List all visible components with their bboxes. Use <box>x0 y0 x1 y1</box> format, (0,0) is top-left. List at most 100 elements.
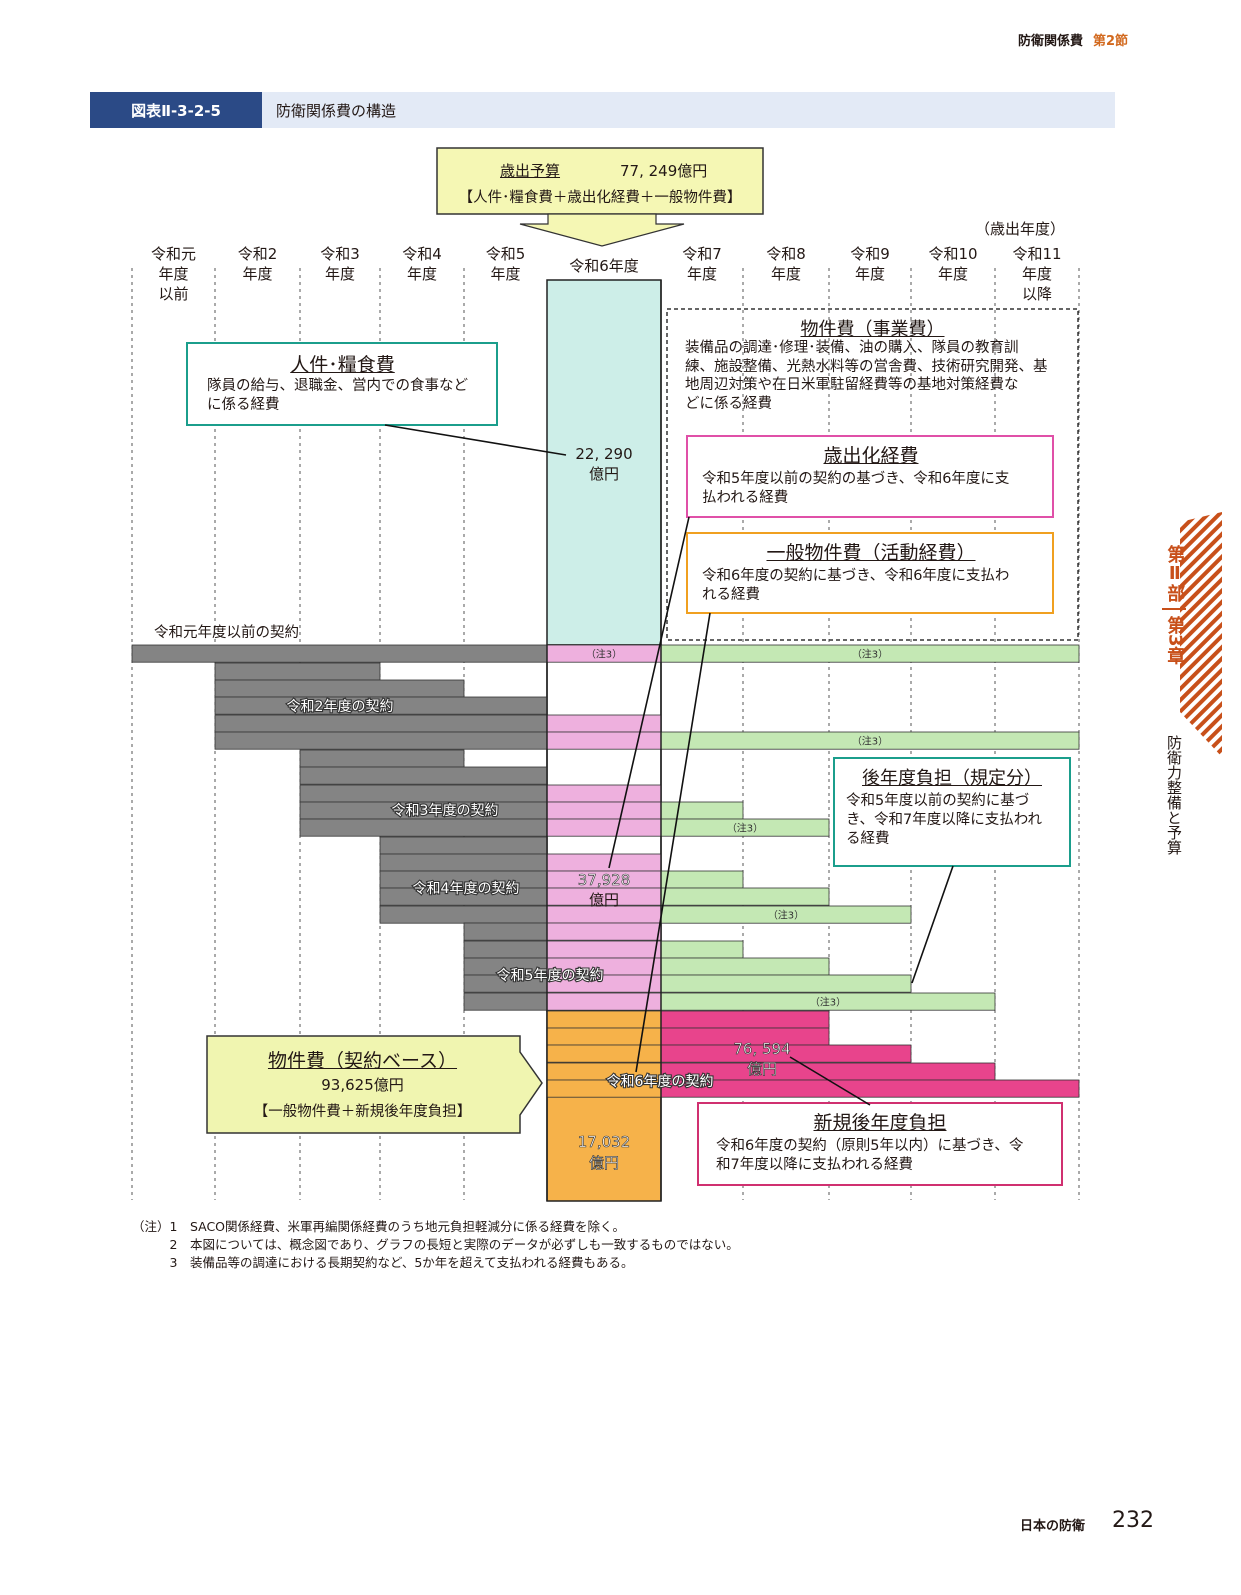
year-label-line: 以前 <box>158 285 189 303</box>
leader-general <box>635 612 711 1073</box>
annual-title: 歳出化経費 <box>823 445 919 467</box>
year-label: 令和8 年度 <box>741 244 831 284</box>
budget-components: 【人件･糧食費＋歳出化経費＋一般物件費】 <box>458 190 742 206</box>
budget-arrow <box>519 213 685 247</box>
later-burden-bar <box>660 940 744 959</box>
general-title: 一般物件費（活動経費） <box>766 542 976 564</box>
side-part: 第Ⅱ部 <box>1164 545 1186 602</box>
later-desc: る経費 <box>846 831 890 847</box>
axis-unit-label: （歳出年度） <box>975 220 1066 238</box>
note-3: 3 装備品等の調達における長期契約など、5か年を超えて支払われる経費もある。 <box>132 1255 634 1270</box>
budget-box <box>436 147 764 215</box>
year-label-line: 年度 <box>1021 265 1052 283</box>
past-contract-bar <box>299 766 548 785</box>
general-desc: 令和6年度の契約に基づき、令和6年度に支払わ <box>702 568 1010 584</box>
year-label-line: 年度 <box>406 265 437 283</box>
later-title: 後年度負担（規定分） <box>862 768 1042 789</box>
year-label-line: 年度 <box>686 265 717 283</box>
personnel-desc: に係る経費 <box>207 397 280 413</box>
year-label-line: 年度 <box>770 265 801 283</box>
past-contract-bar <box>463 940 548 959</box>
later-desc: き、令和7年度以降に支払われ <box>846 812 1042 828</box>
year-label-line: 年度 <box>937 265 968 283</box>
figure-id: 図表Ⅱ-3-2-5 <box>90 92 262 128</box>
material-desc: 装備品の調達･修理･装備、油の購入、隊員の教育訓 <box>685 340 1019 356</box>
year-label-line: 令和11 <box>1012 245 1062 263</box>
past-contract-bar <box>299 818 548 837</box>
contract-base-amount: 93,625億円 <box>321 1076 404 1094</box>
annual-expense-bar <box>546 784 662 803</box>
material-desc: どに係る経費 <box>685 395 772 412</box>
year-label-line: 令和2 <box>237 245 278 263</box>
later-burden-bar <box>660 801 744 820</box>
personnel-desc: 隊員の給与、退職金、営内での食事など <box>207 378 468 394</box>
general-material-box <box>686 532 1054 614</box>
past-contract-bar <box>379 853 548 872</box>
past-contract-bar <box>214 662 381 681</box>
personnel-cost-block <box>546 279 662 646</box>
note-2: 2 本図については、概念図であり、グラフの長短と実際のデータが必ずしも一致するも… <box>132 1237 739 1252</box>
year-label-line: 年度 <box>324 265 355 283</box>
note-tag: （注3） <box>768 909 804 922</box>
year-label-line: 令和8 <box>766 245 806 263</box>
annual-expense-bar <box>546 818 662 837</box>
annual-unit: 億円 <box>588 891 619 909</box>
past-contract-bar <box>214 679 465 698</box>
year-label-line: 年度 <box>490 265 521 283</box>
new-later-desc: 和7年度以降に支払われる経費 <box>716 1157 913 1173</box>
note-1: （注）1 SACO関係経費、米軍再編関係経費のうち地元負担軽減分に係る経費を除く… <box>132 1219 626 1234</box>
contract-label: 令和5年度の契約 <box>497 968 604 984</box>
annual-expense-bar <box>546 853 662 872</box>
note-tag: （注3） <box>810 996 846 1009</box>
past-contract-bar <box>214 731 548 750</box>
later-burden-bar <box>660 870 744 889</box>
year-label-line: 年度 <box>854 265 885 283</box>
later-desc: 令和5年度以前の契約に基づ <box>846 793 1030 809</box>
leader-personnel <box>384 424 567 456</box>
material-desc: 練、施設整備、光熱水料等の営舎費、技術研究開発、基 <box>685 358 1048 375</box>
page-number: 232 <box>1112 1508 1154 1533</box>
side-subtitle: 防衛力整備と予算 <box>1165 735 1183 855</box>
annual-expense-box <box>686 435 1054 518</box>
section-name: 第2節 <box>1092 34 1128 49</box>
contract-base-title: 物件費（契約ベース） <box>267 1050 458 1072</box>
leader-new-later <box>789 1056 871 1106</box>
note-tag: （注3） <box>727 822 763 835</box>
year-label: 令和元年度以前 <box>129 244 219 304</box>
year-label-line: 令和4 <box>402 245 442 263</box>
personnel-title: 人件･糧食費 <box>290 354 395 376</box>
general-unit: 億円 <box>588 1154 620 1173</box>
past-contract-bar <box>463 992 548 1011</box>
footer-label: 日本の防衛 <box>1020 1519 1086 1534</box>
contract-base-components: 【一般物件費＋新規後年度負担】 <box>253 1104 472 1120</box>
material-desc: 地周辺対策や在日米軍駐留経費等の基地対策経費な <box>685 377 1019 393</box>
new-later-burden-bar <box>660 1079 1080 1098</box>
year-label: 令和9 年度 <box>825 244 915 284</box>
past-contract-bar <box>131 644 548 663</box>
contract-label: 令和3年度の契約 <box>392 803 499 819</box>
new-later-desc: 令和6年度の契約（原則5年以内）に基づき、令 <box>716 1138 1024 1154</box>
year-label-line: 令和7 <box>682 245 722 263</box>
later-burden-bar <box>660 974 912 993</box>
past-contract-bar <box>214 714 548 733</box>
later-burden-bar <box>660 957 830 976</box>
year-label-line: 令和10 <box>928 245 978 263</box>
personnel-box <box>186 342 498 426</box>
annual-expense-bar <box>546 801 662 820</box>
past-contract-bar <box>463 922 548 941</box>
later-burden-bar <box>660 887 830 906</box>
material-title: 物件費（事業費） <box>800 319 945 340</box>
later-burden-box <box>833 757 1071 867</box>
annual-expense-bar <box>546 940 662 959</box>
year-label-line: 年度 <box>158 265 189 283</box>
annual-value: 37,928 <box>577 871 631 890</box>
year-label-line: 令和9 <box>850 245 890 263</box>
note-tag: （注3） <box>586 648 622 661</box>
notes: （注）1 SACO関係経費、米軍再編関係経費のうち地元負担軽減分に係る経費を除く… <box>132 1218 739 1272</box>
contract-base-arrow <box>206 1035 543 1134</box>
year-label-line: 令和6年度 <box>569 257 639 275</box>
